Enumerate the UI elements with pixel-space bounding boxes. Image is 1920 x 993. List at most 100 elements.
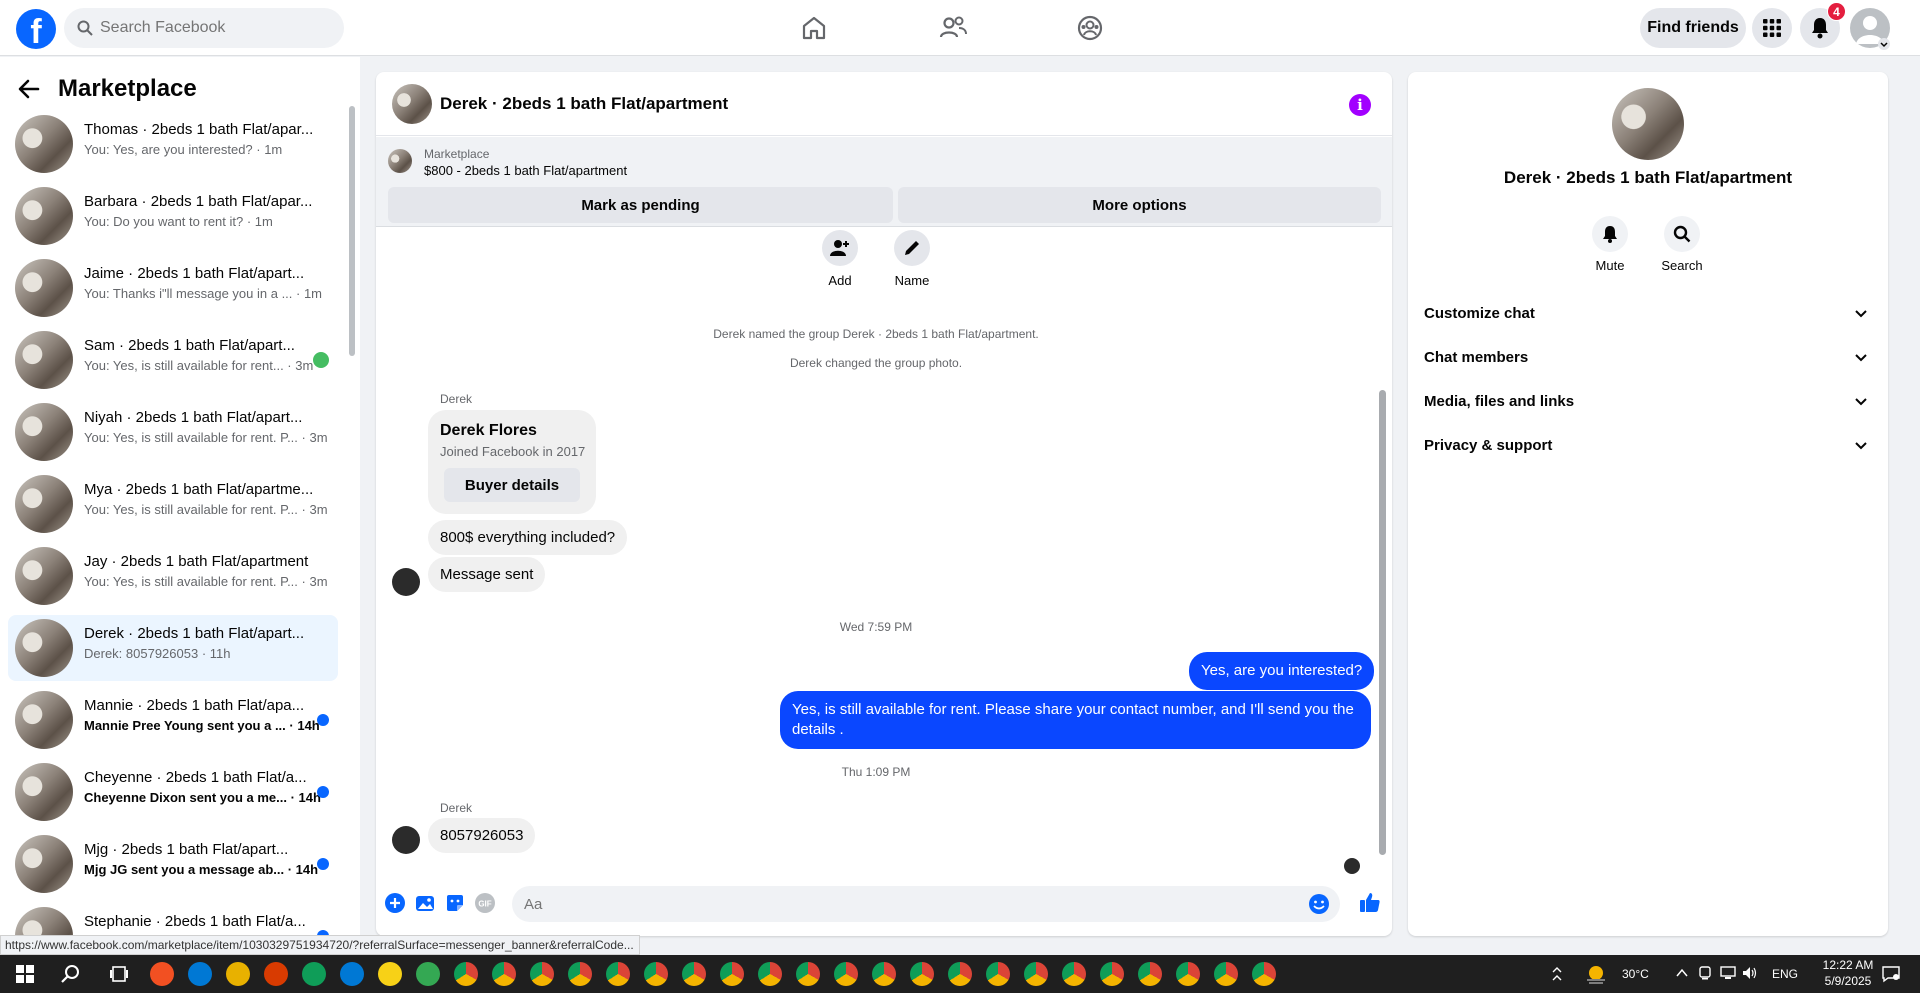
chrome-window-icon[interactable] xyxy=(568,962,592,986)
home-icon[interactable] xyxy=(796,10,832,46)
chrome-window-icon[interactable] xyxy=(1252,962,1276,986)
outgoing-message[interactable]: Yes, are you interested? xyxy=(1189,652,1375,690)
chrome-window-icon[interactable] xyxy=(1176,962,1200,986)
outgoing-message[interactable]: Yes, is still available for rent. Please… xyxy=(780,691,1371,749)
friends-icon[interactable] xyxy=(935,10,971,46)
language-indicator[interactable]: ENG xyxy=(1772,967,1799,981)
chrome-window-icon[interactable] xyxy=(910,962,934,986)
info-section-row[interactable]: Media, files and links xyxy=(1416,380,1880,424)
group-photo[interactable] xyxy=(1612,88,1684,160)
chrome-window-icon[interactable] xyxy=(644,962,668,986)
search-box[interactable] xyxy=(64,8,344,48)
chat-scrollbar[interactable] xyxy=(1376,230,1388,870)
mute-button[interactable]: Mute xyxy=(1580,216,1640,273)
gif-icon[interactable]: GIF xyxy=(474,892,496,914)
sidebar-scrollbar[interactable] xyxy=(348,100,356,940)
info-icon[interactable]: i xyxy=(1349,94,1371,116)
chrome-window-icon[interactable] xyxy=(720,962,744,986)
incoming-message[interactable]: Message sent xyxy=(428,557,546,592)
chrome-window-icon[interactable] xyxy=(492,962,516,986)
message-input[interactable] xyxy=(524,886,1304,922)
chrome-window-icon[interactable] xyxy=(1138,962,1162,986)
back-arrow-icon[interactable] xyxy=(18,79,40,99)
weather-icon[interactable] xyxy=(1584,963,1608,985)
marketplace-banner[interactable]: Marketplace $800 - 2beds 1 bath Flat/apa… xyxy=(376,137,1392,227)
taskbar-app-icon[interactable] xyxy=(340,962,364,986)
sender-avatar[interactable] xyxy=(392,826,420,854)
info-section-row[interactable]: Chat members xyxy=(1416,336,1880,380)
taskbar-search-icon[interactable] xyxy=(60,964,80,984)
volume-icon[interactable] xyxy=(1742,966,1758,980)
name-group-button[interactable]: Name xyxy=(882,230,942,288)
chrome-window-icon[interactable] xyxy=(834,962,858,986)
facebook-logo[interactable]: f xyxy=(16,9,56,51)
search-input[interactable] xyxy=(100,8,330,48)
conversation-item[interactable]: Niyah · 2beds 1 bath Flat/apart...You: Y… xyxy=(8,399,338,465)
taskbar-app-icon[interactable] xyxy=(188,962,212,986)
incoming-message[interactable]: 800$ everything included? xyxy=(428,520,628,555)
chrome-window-icon[interactable] xyxy=(1062,962,1086,986)
taskbar-app-icon[interactable] xyxy=(150,962,174,986)
notifications-bell-icon[interactable] xyxy=(1800,8,1840,48)
taskbar-app-icon[interactable] xyxy=(226,962,250,986)
conversation-item[interactable]: Derek · 2beds 1 bath Flat/apart...Derek:… xyxy=(8,615,338,681)
chrome-window-icon[interactable] xyxy=(1214,962,1238,986)
sticker-icon[interactable] xyxy=(444,892,466,914)
chrome-window-icon[interactable] xyxy=(986,962,1010,986)
action-center-icon[interactable] xyxy=(1882,965,1900,983)
conversation-item[interactable]: Sam · 2beds 1 bath Flat/apart...You: Yes… xyxy=(8,327,338,393)
mark-as-pending-button[interactable]: Mark as pending xyxy=(388,187,893,223)
chat-avatar[interactable] xyxy=(392,84,432,124)
groups-icon[interactable] xyxy=(1072,10,1108,46)
show-hidden-icons-icon[interactable] xyxy=(1676,968,1688,978)
clock-time[interactable]: 12:22 AM xyxy=(1822,958,1874,972)
chrome-window-icon[interactable] xyxy=(530,962,554,986)
chrome-window-icon[interactable] xyxy=(948,962,972,986)
clock-date[interactable]: 5/9/2025 xyxy=(1824,974,1872,988)
incoming-message[interactable]: 8057926053 xyxy=(428,818,536,853)
plus-circle-icon[interactable] xyxy=(384,892,406,914)
task-view-icon[interactable] xyxy=(110,965,128,983)
more-options-button[interactable]: More options xyxy=(898,187,1381,223)
conversation-item[interactable]: Mjg · 2beds 1 bath Flat/apart...Mjg JG s… xyxy=(8,831,338,897)
taskbar-app-icon[interactable] xyxy=(264,962,288,986)
sender-avatar[interactable] xyxy=(392,568,420,596)
chevron-down-icon[interactable] xyxy=(1878,38,1890,50)
message-field[interactable] xyxy=(512,886,1340,922)
chrome-window-icon[interactable] xyxy=(1024,962,1048,986)
chrome-window-icon[interactable] xyxy=(1100,962,1124,986)
taskbar-app-icon[interactable] xyxy=(378,962,402,986)
chrome-window-icon[interactable] xyxy=(796,962,820,986)
chrome-window-icon[interactable] xyxy=(606,962,630,986)
network-icon[interactable] xyxy=(1720,966,1736,980)
tray-chevron-icon[interactable] xyxy=(1552,967,1562,981)
conversation-item[interactable]: Barbara · 2beds 1 bath Flat/apar...You: … xyxy=(8,183,338,249)
profile-avatar[interactable] xyxy=(1850,8,1890,48)
emoji-icon[interactable] xyxy=(1308,893,1330,915)
thumbs-up-icon[interactable] xyxy=(1358,890,1382,914)
device-icon[interactable] xyxy=(1698,966,1712,980)
chrome-window-icon[interactable] xyxy=(872,962,896,986)
conversation-item[interactable]: Jaime · 2beds 1 bath Flat/apart...You: T… xyxy=(8,255,338,321)
chrome-window-icon[interactable] xyxy=(758,962,782,986)
menu-grid-icon[interactable] xyxy=(1752,8,1792,48)
windows-start-icon[interactable] xyxy=(16,965,34,983)
conversation-item[interactable]: Mannie · 2beds 1 bath Flat/apa...Mannie … xyxy=(8,687,338,753)
chrome-window-icon[interactable] xyxy=(682,962,706,986)
buyer-details-button[interactable]: Buyer details xyxy=(444,468,580,502)
info-section-row[interactable]: Privacy & support xyxy=(1416,424,1880,468)
chrome-window-icon[interactable] xyxy=(454,962,478,986)
search-in-chat-button[interactable]: Search xyxy=(1652,216,1712,273)
photo-icon[interactable] xyxy=(414,892,436,914)
info-section-row[interactable]: Customize chat xyxy=(1416,292,1880,336)
add-people-button[interactable]: Add xyxy=(810,230,870,288)
chat-title[interactable]: Derek · 2beds 1 bath Flat/apartment xyxy=(440,94,729,113)
taskbar-app-icon[interactable] xyxy=(302,962,326,986)
conversation-item[interactable]: Cheyenne · 2beds 1 bath Flat/a...Cheyenn… xyxy=(8,759,338,825)
conversation-item[interactable]: Thomas · 2beds 1 bath Flat/apar...You: Y… xyxy=(8,111,338,177)
weather-temp[interactable]: 30°C xyxy=(1622,967,1649,981)
taskbar-app-icon[interactable] xyxy=(416,962,440,986)
find-friends-button[interactable]: Find friends xyxy=(1640,8,1746,48)
conversation-item[interactable]: Mya · 2beds 1 bath Flat/apartme...You: Y… xyxy=(8,471,338,537)
